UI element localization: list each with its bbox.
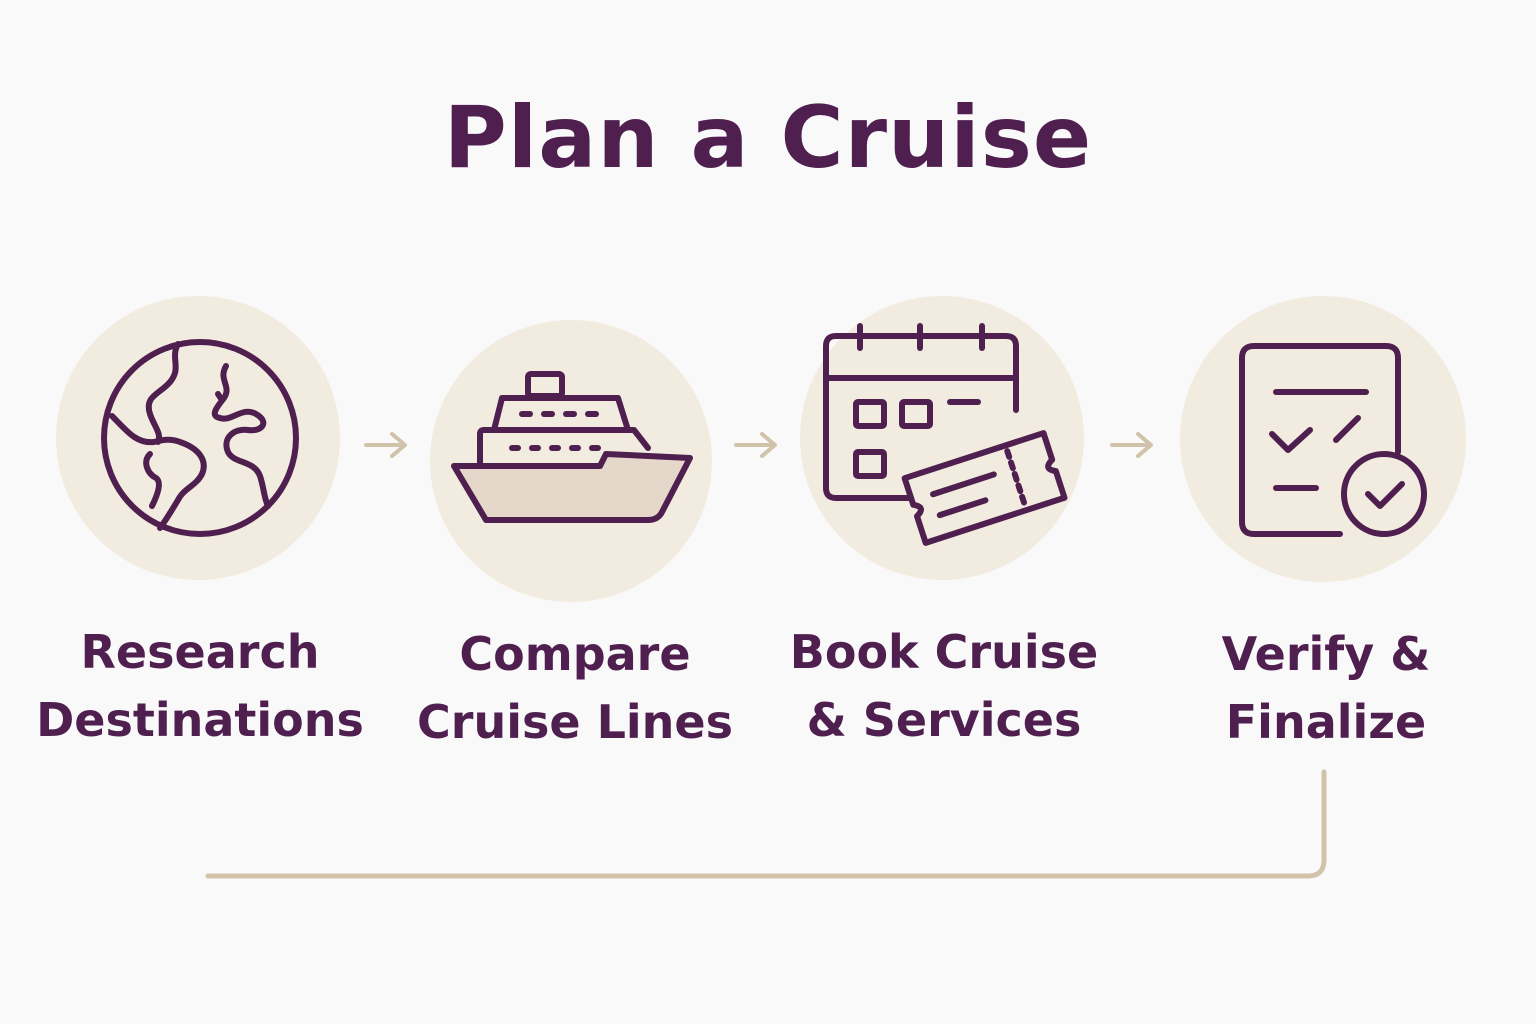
step-4-label: Verify & Finalize	[1136, 620, 1516, 756]
step-2-label-line2: Cruise Lines	[417, 695, 733, 749]
flow-arrow-3	[1110, 432, 1153, 458]
step-2-label-line1: Compare	[459, 627, 691, 681]
globe-icon	[101, 339, 299, 537]
step-1-label-line2: Destinations	[36, 693, 364, 747]
calendar-ticket-icon	[823, 323, 1068, 546]
step-3-label-line1: Book Cruise	[789, 625, 1099, 679]
flow-arrow-2	[734, 432, 777, 458]
step-4-label-line2: Finalize	[1225, 695, 1427, 749]
checklist-verified-icon	[1239, 343, 1427, 537]
step-1-label-line1: Research	[80, 625, 320, 679]
flow-arrow-1	[364, 432, 407, 458]
cruise-ship-icon	[451, 371, 693, 523]
step-4-label-line1: Verify &	[1221, 627, 1431, 681]
step-2-label: Compare Cruise Lines	[385, 620, 765, 756]
page-title: Plan a Cruise	[443, 88, 1093, 188]
step-1-label: Research Destinations	[10, 618, 390, 754]
step-3-label-line2: & Services	[806, 693, 1082, 747]
step-3-label: Book Cruise & Services	[754, 618, 1134, 754]
